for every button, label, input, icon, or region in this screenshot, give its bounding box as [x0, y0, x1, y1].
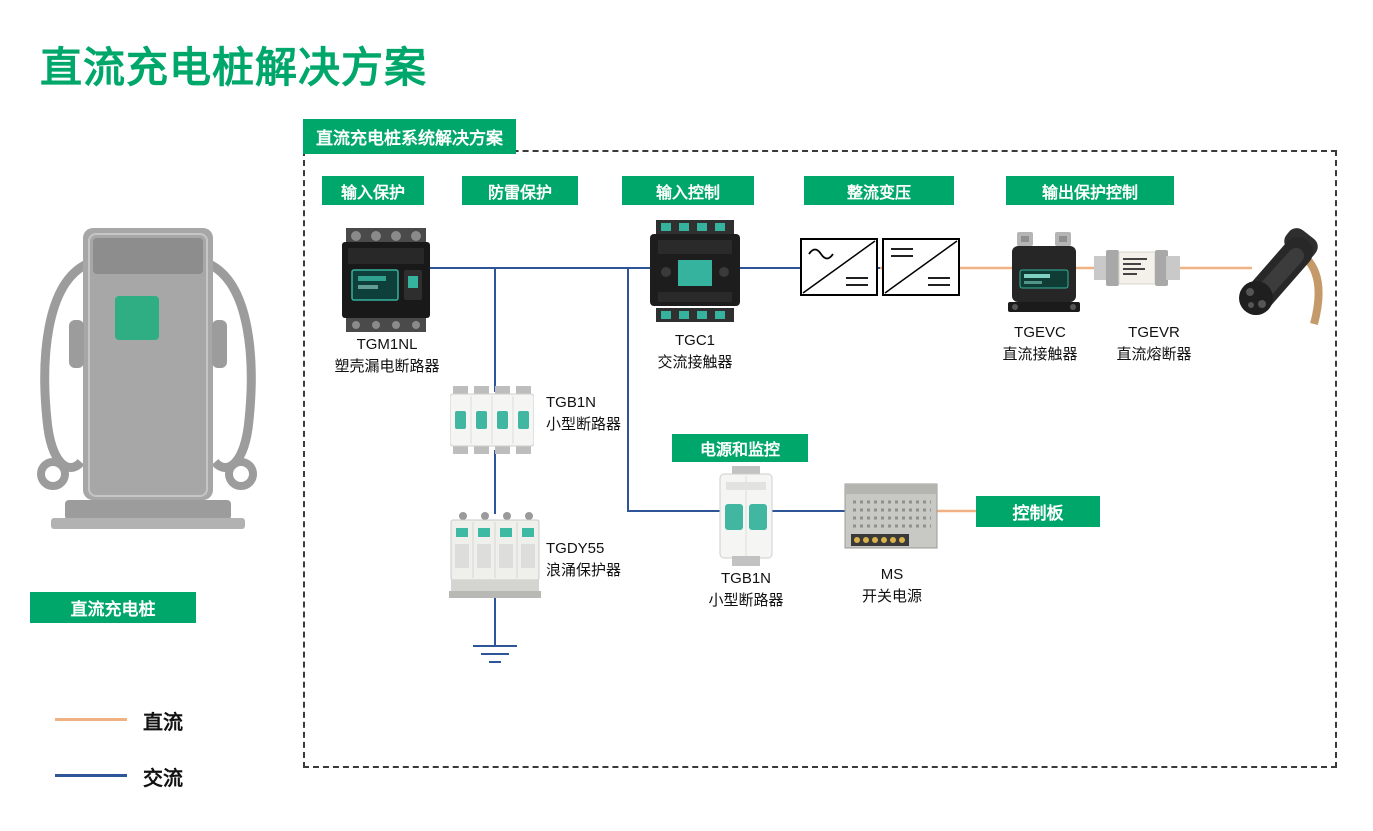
ac-dc-converter-symbol	[800, 238, 878, 296]
label-ms-desc: 开关电源	[861, 587, 922, 605]
dc-dc-converter-symbol	[882, 238, 960, 296]
label-tgm1nl-model: TGM1NL	[356, 336, 418, 353]
tgc1-contactor-image	[650, 220, 740, 322]
badge-control-board: 控制板	[976, 496, 1100, 527]
badge-input-protection: 输入保护	[322, 176, 424, 205]
badge-rectify-transform: 整流变压	[804, 176, 954, 205]
label-tgevc-desc: 直流接触器	[1002, 345, 1078, 363]
diagram-title: 直流充电桩系统解决方案	[303, 119, 516, 154]
legend-label-ac: 交流	[143, 768, 183, 790]
label-tgevr-desc: 直流熔断器	[1116, 345, 1192, 363]
legend-line-ac	[55, 774, 127, 777]
label-tgdy55-desc: 浪涌保护器	[546, 561, 622, 579]
label-tgc1-desc: 交流接触器	[657, 353, 733, 371]
charging-station-illustration	[37, 228, 257, 529]
tgm1nl-breaker-image	[342, 228, 430, 332]
label-tgb1n-aux-model: TGB1N	[720, 570, 771, 587]
label-ms: MS 开关电源	[847, 564, 937, 608]
tgdy55-spd-image	[449, 512, 541, 598]
label-tgc1-model: TGC1	[674, 332, 715, 349]
station-label: 直流充电桩	[30, 592, 196, 623]
charging-gun-image	[1239, 228, 1323, 326]
label-tgb1n-aux: TGB1N 小型断路器	[684, 568, 808, 612]
label-tgevc: TGEVC 直流接触器	[978, 322, 1102, 366]
ms-power-supply-image	[844, 483, 938, 549]
tgevr-dc-fuse-image	[1094, 250, 1180, 286]
badge-output-protection: 输出保护控制	[1006, 176, 1174, 205]
label-tgb1n-main-desc: 小型断路器	[546, 415, 622, 433]
label-tgb1n-aux-desc: 小型断路器	[708, 591, 784, 609]
label-tgb1n-main-model: TGB1N	[546, 394, 597, 411]
label-ms-model: MS	[880, 566, 904, 583]
label-tgevr: TGEVR 直流熔断器	[1092, 322, 1216, 366]
legend-line-dc	[55, 718, 127, 721]
label-tgc1: TGC1 交流接触器	[630, 330, 760, 374]
tgb1n-aux-breaker-image	[719, 466, 773, 566]
label-tgevc-model: TGEVC	[1014, 324, 1066, 341]
legend-label-dc: 直流	[143, 712, 183, 734]
badge-power-monitoring: 电源和监控	[672, 434, 808, 462]
page-title: 直流充电桩解决方案	[40, 44, 428, 91]
tgevc-dc-contactor-image	[1008, 232, 1080, 312]
label-tgdy55: TGDY55 浪涌保护器	[546, 538, 666, 582]
tgb1n-main-breaker-image	[450, 386, 534, 454]
label-tgb1n-main: TGB1N 小型断路器	[546, 392, 666, 436]
label-tgm1nl-desc: 塑壳漏电断路器	[334, 357, 440, 375]
diagram-frame	[303, 150, 1337, 768]
label-tgevr-model: TGEVR	[1128, 324, 1180, 341]
badge-input-control: 输入控制	[622, 176, 754, 205]
badge-lightning-protection: 防雷保护	[462, 176, 578, 205]
label-tgdy55-model: TGDY55	[546, 540, 605, 557]
label-tgm1nl: TGM1NL 塑壳漏电断路器	[312, 334, 462, 378]
